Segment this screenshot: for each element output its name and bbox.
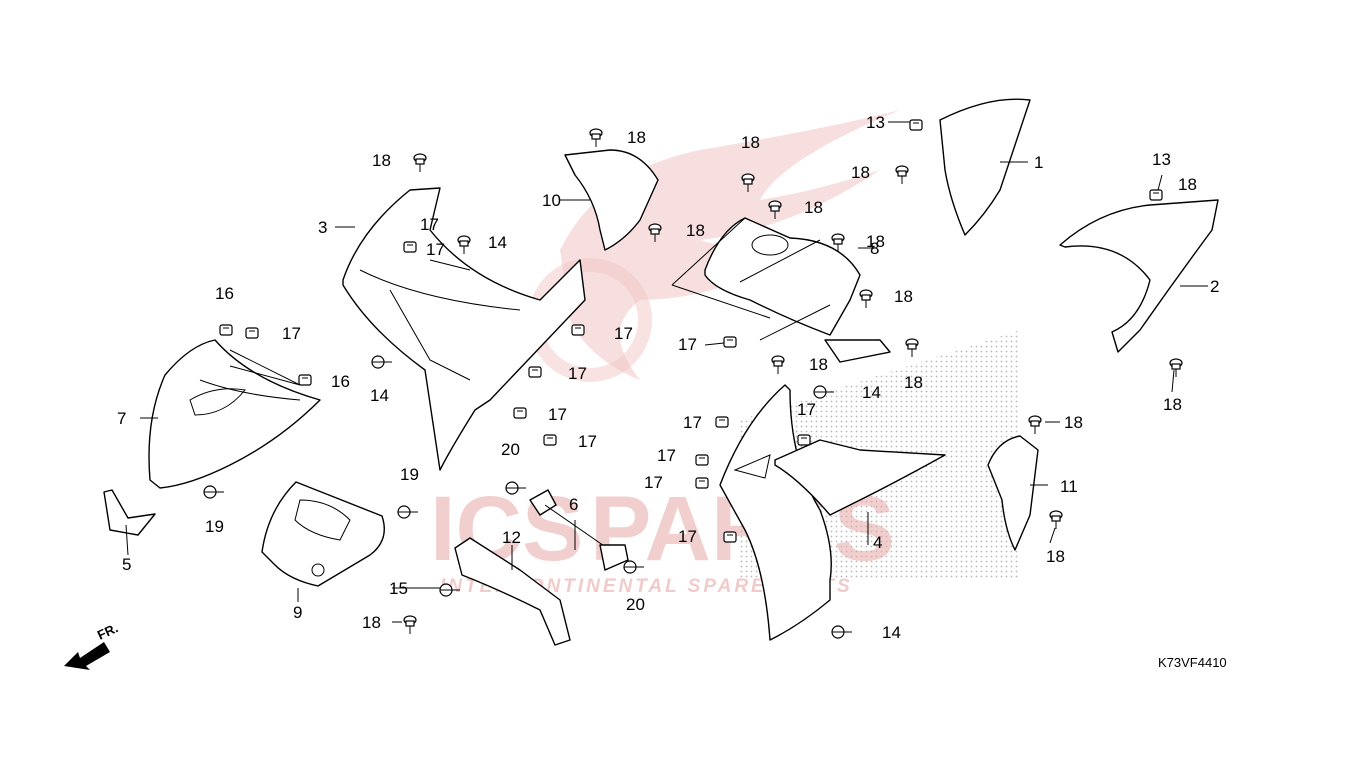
- callout-11: 11: [1060, 477, 1078, 496]
- callout-18-b: 18: [627, 128, 646, 147]
- callout-8: 8: [870, 239, 879, 258]
- callout-18-l: 18: [1046, 547, 1065, 566]
- callout-18-k: 18: [1064, 413, 1083, 432]
- callout-13-a: 13: [866, 113, 885, 132]
- callout-20-b: 20: [626, 595, 645, 614]
- part-9-inner-panel: [261, 481, 385, 587]
- callout-18-d: 18: [804, 198, 823, 217]
- part-5-emblem: [103, 489, 156, 536]
- callout-19-b: 19: [205, 517, 224, 536]
- callout-14-b: 14: [370, 386, 389, 405]
- front-direction-label: FR.: [95, 620, 120, 642]
- callout-17-d: 17: [568, 364, 587, 383]
- part-10-bracket: [564, 149, 659, 251]
- callout-17-f: 17: [578, 432, 597, 451]
- callout-2: 2: [1210, 277, 1219, 296]
- callout-16-a: 16: [215, 284, 234, 303]
- callout-17-i: 17: [797, 400, 816, 419]
- part-7-front-cover: [148, 339, 321, 489]
- part-4-lower-side-cover: [719, 384, 946, 641]
- callout-18-g: 18: [894, 287, 913, 306]
- leader-lines: [125, 121, 1208, 623]
- callout-18-n: 18: [362, 613, 381, 632]
- callout-18-j: 18: [809, 355, 828, 374]
- callout-18-i: 18: [851, 163, 870, 182]
- callout-18-m: 18: [1163, 395, 1182, 414]
- callout-7: 7: [117, 409, 126, 428]
- part-1-upper-right-cover: [939, 98, 1031, 236]
- callout-3: 3: [318, 218, 327, 237]
- part-11-side-bracket: [987, 435, 1039, 551]
- part-8-center-cover: [704, 217, 891, 363]
- callout-20-a: 20: [501, 440, 520, 459]
- callout-labels: 1 2 3 4 5 6 7 8 9 10 11 12 13 13 14 14 1…: [117, 113, 1219, 642]
- callout-17-c: 17: [614, 324, 633, 343]
- callout-4: 4: [873, 533, 882, 552]
- part-6-rod: [529, 489, 629, 571]
- callout-1: 1: [1034, 153, 1043, 172]
- callout-13-b: 13: [1152, 150, 1171, 169]
- callout-18-o: 18: [1178, 175, 1197, 194]
- callout-16-b: 16: [331, 372, 350, 391]
- callout-6: 6: [569, 495, 578, 514]
- callout-14-c: 14: [862, 383, 881, 402]
- callout-9: 9: [293, 603, 302, 622]
- callout-18-c: 18: [741, 133, 760, 152]
- callout-17-h: 17: [683, 413, 702, 432]
- callout-17-l: 17: [678, 527, 697, 546]
- callout-17-g: 17: [678, 335, 697, 354]
- callout-18-h: 18: [904, 373, 923, 392]
- front-direction-arrow: FR.: [64, 620, 120, 670]
- callout-15: 15: [389, 579, 408, 598]
- callout-17-k: 17: [644, 473, 663, 492]
- callout-17-e: 17: [548, 405, 567, 424]
- callout-17-a: 17: [282, 324, 301, 343]
- callout-12: 12: [502, 528, 521, 547]
- part-2-right-side-cover: [1059, 199, 1219, 353]
- part-12-lower-bracket: [454, 537, 571, 646]
- callout-10: 10: [542, 191, 561, 210]
- callout-14-a: 14: [488, 233, 507, 252]
- callout-17-b: 17: [420, 215, 439, 234]
- callout-18-a: 18: [372, 151, 391, 170]
- callout-18-f: 18: [866, 232, 885, 251]
- part-3-left-side-cover: [342, 187, 586, 471]
- callout-14-d: 14: [882, 623, 901, 642]
- callout-17-j: 17: [657, 446, 676, 465]
- callout-19-a: 19: [400, 465, 419, 484]
- callout-18-e: 18: [686, 221, 705, 240]
- diagram-code: K73VF4410: [1158, 655, 1227, 670]
- callout-17-m: 17: [426, 240, 445, 259]
- callout-5: 5: [122, 555, 131, 574]
